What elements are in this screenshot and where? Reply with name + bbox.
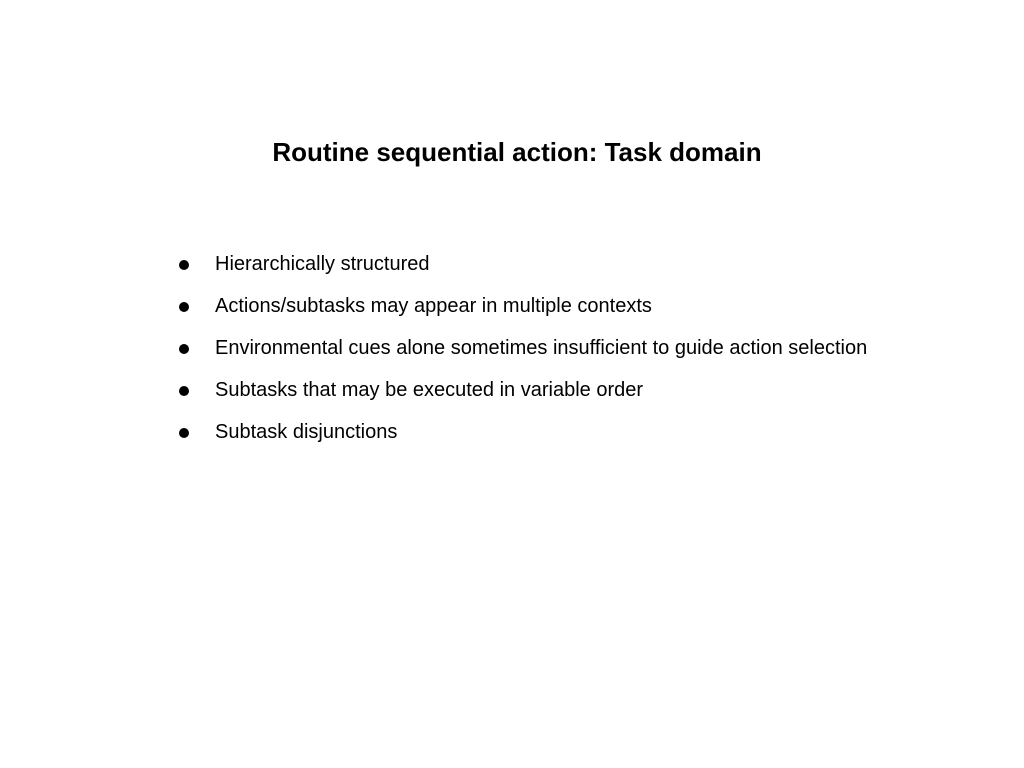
bullet-item: Hierarchically structured — [176, 250, 876, 278]
bullet-text: Subtasks that may be executed in variabl… — [215, 379, 644, 401]
bullet-item: Subtask disjunctions — [176, 418, 876, 446]
bullet-dot-icon — [179, 302, 189, 312]
bullet-item: Actions/subtasks may appear in multiple … — [176, 292, 876, 320]
bullet-text: Subtask disjunctions — [215, 421, 398, 443]
bullet-dot-icon — [179, 428, 189, 438]
bullet-item: Environmental cues alone sometimes insuf… — [176, 334, 876, 362]
slide-title: Routine sequential action: Task domain — [272, 137, 762, 167]
bullet-item: Subtasks that may be executed in variabl… — [176, 376, 876, 404]
bullet-list: Hierarchically structured Actions/subtas… — [176, 250, 876, 460]
bullet-dot-icon — [179, 260, 189, 270]
bullet-text: Environmental cues alone sometimes insuf… — [215, 337, 868, 359]
bullet-dot-icon — [179, 386, 189, 396]
bullet-text: Actions/subtasks may appear in multiple … — [215, 295, 652, 317]
bullet-dot-icon — [179, 344, 189, 354]
bullet-text: Hierarchically structured — [215, 253, 430, 275]
